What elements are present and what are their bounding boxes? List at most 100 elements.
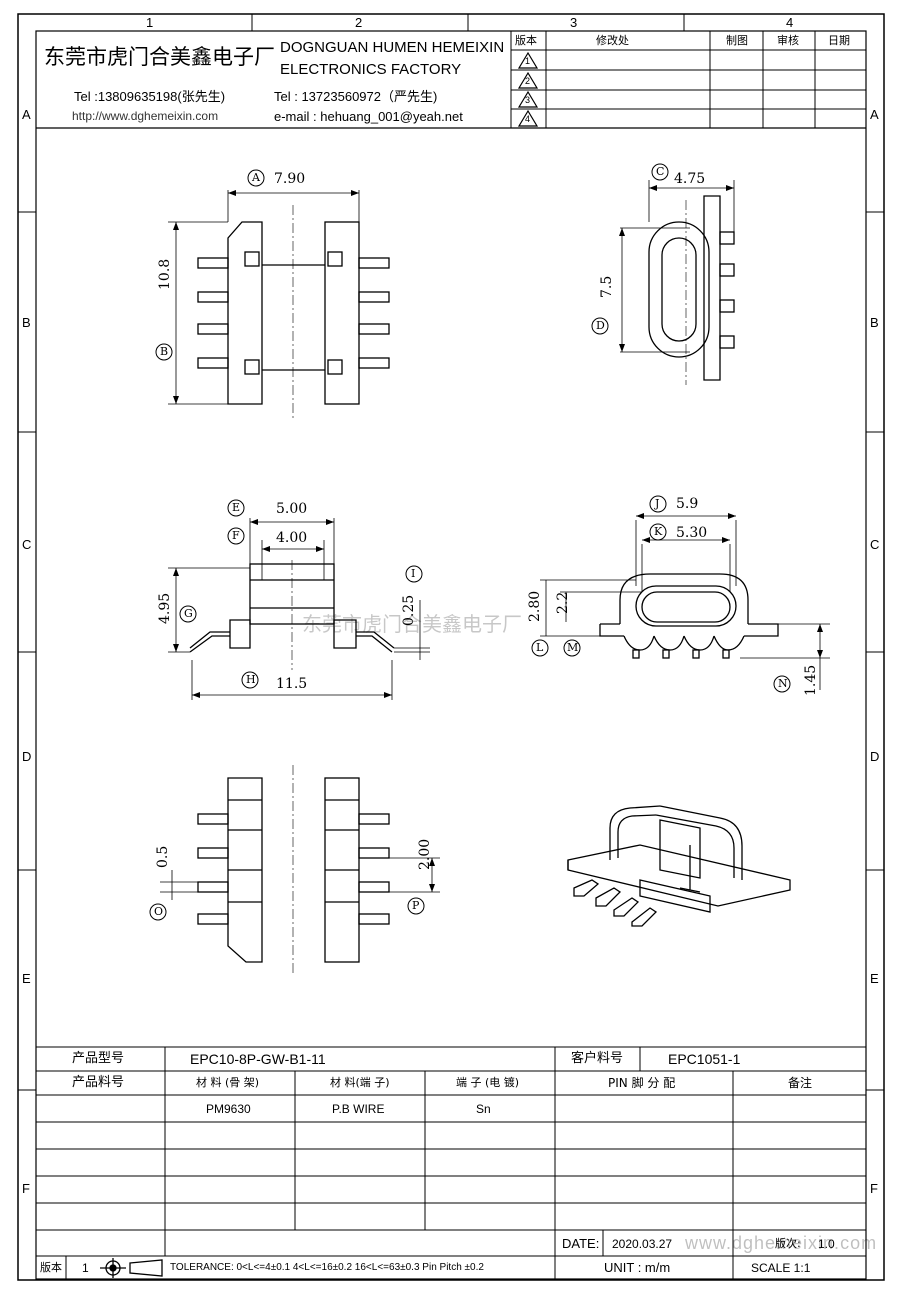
balloon-b-label: B xyxy=(160,345,169,358)
dim-j-value: 5.9 xyxy=(676,496,699,512)
zone-row-f-right: F xyxy=(870,1181,878,1196)
balloon-e-label: E xyxy=(232,501,241,514)
balloon-j-label: J xyxy=(655,497,660,510)
rev-number-1: 1 xyxy=(525,56,531,66)
company-name-en-2: ELECTRONICS FACTORY xyxy=(280,61,462,78)
zone-row-b-left: B xyxy=(22,315,31,330)
company-name-cn: 东莞市虎门合美鑫电子厂 xyxy=(44,45,275,69)
dim-c-value: 4.75 xyxy=(674,171,706,187)
bottom-view xyxy=(160,765,440,975)
balloon-l xyxy=(531,639,549,657)
plating-label: 端 子 (电 镀) xyxy=(456,1076,520,1089)
side-view xyxy=(620,180,735,385)
zone-row-d-right: D xyxy=(870,749,880,764)
company-name-en-1: DOGNGUAN HUMEN HEMEIXIN xyxy=(280,39,505,56)
zone-row-c-right: C xyxy=(870,537,880,552)
balloon-i xyxy=(405,565,423,583)
balloon-e xyxy=(227,499,245,517)
customer-part-label: 客户料号 xyxy=(571,1051,624,1066)
balloon-c xyxy=(651,163,669,181)
dim-m-value: 2.2 xyxy=(555,591,571,614)
material-pin-value: P.B WIRE xyxy=(332,1102,385,1116)
rev-header-version: 版本 xyxy=(515,34,537,47)
balloon-n xyxy=(773,675,791,693)
balloon-g xyxy=(179,605,197,623)
scale-text: SCALE 1:1 xyxy=(751,1261,811,1275)
dim-f-value: 4.00 xyxy=(276,530,308,546)
watermark-url: www.dghemeixin.com xyxy=(685,1233,878,1253)
front-view xyxy=(168,518,430,700)
balloon-o xyxy=(149,903,167,921)
email-address[interactable]: e-mail : hehuang_001@yeah.net xyxy=(274,109,463,124)
dim-p-value: 2.00 xyxy=(417,838,433,870)
zone-col-2: 2 xyxy=(355,15,363,30)
rev-number-4: 4 xyxy=(525,114,531,124)
zone-row-d-left: D xyxy=(22,749,32,764)
dim-h-value: 11.5 xyxy=(276,676,308,692)
zone-col-1: 1 xyxy=(146,15,154,30)
rev-header-change: 修改处 xyxy=(596,34,629,47)
dim-a-value: 7.90 xyxy=(274,171,306,187)
balloon-p-label: P xyxy=(412,899,420,912)
balloon-j xyxy=(649,495,667,513)
zone-row-e-right: E xyxy=(870,971,879,986)
balloon-g-label: G xyxy=(184,607,193,620)
rev-number-2: 2 xyxy=(525,76,531,86)
zone-row-a-left: A xyxy=(22,107,31,122)
balloon-i-label: I xyxy=(411,567,416,580)
rev-value: 1 xyxy=(82,1261,89,1275)
balloon-p xyxy=(407,897,425,915)
dim-l-value: 2.80 xyxy=(527,590,543,622)
balloon-c-label: C xyxy=(656,165,665,178)
balloon-m-label: M xyxy=(567,641,579,654)
dim-g-value: 4.95 xyxy=(157,592,173,624)
balloon-m xyxy=(563,639,581,657)
dim-e-value: 5.00 xyxy=(276,501,308,517)
pin-assignment-label: PIN 脚 分 配 xyxy=(608,1076,676,1090)
balloon-l-label: L xyxy=(536,641,544,654)
material-pin-label: 材 料(端 子) xyxy=(330,1076,390,1089)
product-model-label: 产品型号 xyxy=(72,1051,125,1066)
dim-d-value: 7.5 xyxy=(599,275,615,298)
tel-2: Tel : 13723560972（严先生) xyxy=(274,89,438,104)
balloon-h xyxy=(241,671,259,689)
balloon-h-label: H xyxy=(246,673,256,686)
zone-row-c-left: C xyxy=(22,537,32,552)
balloon-b xyxy=(155,343,173,361)
zone-col-3: 3 xyxy=(570,15,578,30)
dim-o-value: 0.5 xyxy=(155,845,171,868)
balloon-k-label: K xyxy=(654,525,663,538)
zone-row-a-right: A xyxy=(870,107,879,122)
zone-row-e-left: E xyxy=(22,971,31,986)
balloon-a-label: A xyxy=(252,171,260,184)
balloon-o-label: O xyxy=(154,905,164,918)
remark-label: 备注 xyxy=(788,1076,813,1090)
zone-col-4: 4 xyxy=(786,15,794,30)
balloon-f-label: F xyxy=(232,529,240,542)
rev-header-checked: 审核 xyxy=(777,34,799,47)
rev-header-drawn: 制图 xyxy=(726,34,748,47)
zone-row-f-left: F xyxy=(22,1181,30,1196)
website-link[interactable]: http://www.dghemeixin.com xyxy=(72,109,219,123)
date-value: 2020.03.27 xyxy=(612,1237,673,1251)
plating-value: Sn xyxy=(476,1102,491,1116)
product-model-value: EPC10-8P-GW-B1-11 xyxy=(190,1051,326,1067)
watermark-text: 东莞市虎门合美鑫电子厂 xyxy=(302,612,522,636)
top-view xyxy=(168,190,390,420)
rev-label: 版本 xyxy=(40,1261,62,1274)
balloon-n-label: N xyxy=(778,677,788,690)
product-part-label: 产品料号 xyxy=(72,1075,125,1090)
end-view xyxy=(540,515,830,690)
date-label: DATE: xyxy=(562,1236,600,1251)
rev-header-date: 日期 xyxy=(828,34,850,47)
zone-row-b-right: B xyxy=(870,315,879,330)
projection-symbol xyxy=(100,1258,163,1278)
balloon-d xyxy=(591,317,609,335)
customer-part-value: EPC1051-1 xyxy=(668,1051,741,1067)
balloon-d-label: D xyxy=(596,319,605,332)
balloon-k xyxy=(649,523,667,541)
dim-b-value: 10.8 xyxy=(157,258,173,290)
unit-text: UNIT : m/m xyxy=(604,1260,671,1275)
